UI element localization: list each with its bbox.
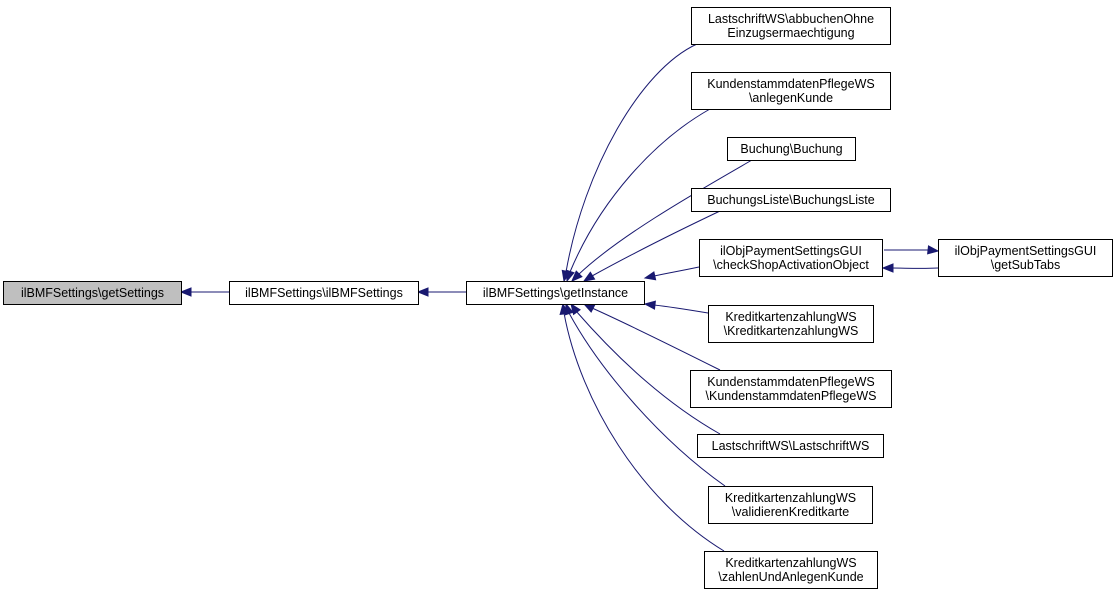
node-n2[interactable]: ilBMFSettings\getInstance xyxy=(466,281,645,305)
node-label: ilBMFSettings\getInstance xyxy=(483,286,628,300)
arrow-head-icon xyxy=(565,269,575,283)
node-box[interactable] xyxy=(691,72,891,110)
node-label: Buchung\Buchung xyxy=(740,142,842,156)
node-label: KreditkartenzahlungWS xyxy=(725,310,856,324)
node-n10[interactable]: KundenstammdatenPflegeWS\Kundenstammdate… xyxy=(690,370,892,408)
node-label: \validierenKreditkarte xyxy=(732,505,849,519)
node-label: \anlegenKunde xyxy=(749,91,833,105)
node-n12[interactable]: KreditkartenzahlungWS\validierenKreditka… xyxy=(708,486,873,524)
edge-line xyxy=(563,312,725,552)
edge-line xyxy=(575,310,721,435)
node-label: BuchungsListe\BuchungsListe xyxy=(707,193,875,207)
node-n1[interactable]: ilBMFSettings\ilBMFSettings xyxy=(229,281,419,305)
node-n8[interactable]: ilObjPaymentSettingsGUI\getSubTabs xyxy=(938,239,1113,277)
node-label: ilObjPaymentSettingsGUI xyxy=(955,244,1097,258)
node-n4[interactable]: KundenstammdatenPflegeWS\anlegenKunde xyxy=(691,72,891,110)
edge-n8-n7 xyxy=(881,263,939,273)
node-n11[interactable]: LastschriftWS\LastschriftWS xyxy=(697,434,884,458)
arrow-head-icon xyxy=(559,302,569,315)
arrow-head-icon xyxy=(643,300,656,310)
node-label: ilObjPaymentSettingsGUI xyxy=(720,244,862,258)
node-box[interactable] xyxy=(704,551,878,589)
node-n7[interactable]: ilObjPaymentSettingsGUI\checkShopActivat… xyxy=(699,239,883,277)
node-box[interactable] xyxy=(708,305,874,343)
node-n6[interactable]: BuchungsListe\BuchungsListe xyxy=(691,188,891,212)
edge-line xyxy=(653,304,709,314)
node-label: KundenstammdatenPflegeWS xyxy=(707,77,874,91)
edge-line xyxy=(568,312,726,487)
node-label: ilBMFSettings\getSettings xyxy=(21,286,164,300)
node-label: KreditkartenzahlungWS xyxy=(725,491,856,505)
node-box[interactable] xyxy=(690,370,892,408)
node-label: Einzugsermaechtigung xyxy=(727,26,854,40)
node-box[interactable] xyxy=(691,7,891,45)
arrow-head-icon xyxy=(643,271,657,281)
edge-line xyxy=(565,43,698,273)
node-n0[interactable]: ilBMFSettings\getSettings xyxy=(3,281,182,305)
edge-n1-n0 xyxy=(179,287,229,297)
edge-n9-n2 xyxy=(643,300,709,314)
arrow-head-icon xyxy=(179,287,192,297)
edge-n7-n2 xyxy=(643,266,700,281)
node-box[interactable] xyxy=(3,281,182,305)
arrow-head-icon xyxy=(416,287,429,297)
edge-line xyxy=(653,266,700,277)
node-box[interactable] xyxy=(229,281,419,305)
edge-line xyxy=(591,307,721,371)
node-box[interactable] xyxy=(727,137,856,161)
node-n13[interactable]: KreditkartenzahlungWS\zahlenUndAnlegenKu… xyxy=(704,551,878,589)
edge-line xyxy=(591,210,721,277)
arrow-head-icon xyxy=(582,271,596,282)
node-box[interactable] xyxy=(938,239,1113,277)
edge-n6-n2 xyxy=(582,210,721,282)
node-label: \KreditkartenzahlungWS xyxy=(724,324,859,338)
node-box[interactable] xyxy=(708,486,873,524)
edge-n4-n2 xyxy=(565,108,711,283)
edge-line xyxy=(569,108,711,273)
node-box[interactable] xyxy=(697,434,884,458)
node-box[interactable] xyxy=(466,281,645,305)
node-box[interactable] xyxy=(699,239,883,277)
node-label: \getSubTabs xyxy=(991,258,1061,272)
node-label: ilBMFSettings\ilBMFSettings xyxy=(245,286,403,300)
edge-n2-n1 xyxy=(416,287,466,297)
edge-n7-n8 xyxy=(883,245,940,255)
node-n5[interactable]: Buchung\Buchung xyxy=(727,137,856,161)
edge-n10-n2 xyxy=(582,303,721,371)
arrow-head-icon xyxy=(571,270,583,282)
node-label: LastschriftWS\LastschriftWS xyxy=(712,439,870,453)
arrow-head-icon xyxy=(881,263,894,273)
node-label: LastschriftWS\abbuchenOhne xyxy=(708,12,874,26)
edge-n11-n2 xyxy=(570,302,721,435)
node-n9[interactable]: KreditkartenzahlungWS\Kreditkartenzahlun… xyxy=(708,305,874,343)
node-label: \zahlenUndAnlegenKunde xyxy=(718,570,863,584)
node-label: \KundenstammdatenPflegeWS xyxy=(706,389,877,403)
edge-n13-n2 xyxy=(559,302,725,552)
edges-layer xyxy=(179,43,940,552)
edge-line xyxy=(577,159,753,276)
node-box[interactable] xyxy=(691,188,891,212)
node-label: KreditkartenzahlungWS xyxy=(725,556,856,570)
node-n3[interactable]: LastschriftWS\abbuchenOhneEinzugsermaech… xyxy=(691,7,891,45)
edge-n5-n2 xyxy=(571,159,753,282)
node-label: KundenstammdatenPflegeWS xyxy=(707,375,874,389)
nodes-layer: ilBMFSettings\getSettings ilBMFSettings\i… xyxy=(3,7,1113,589)
node-label: \checkShopActivationObject xyxy=(713,258,869,272)
arrow-head-icon xyxy=(582,303,596,313)
arrow-head-icon xyxy=(927,245,940,255)
